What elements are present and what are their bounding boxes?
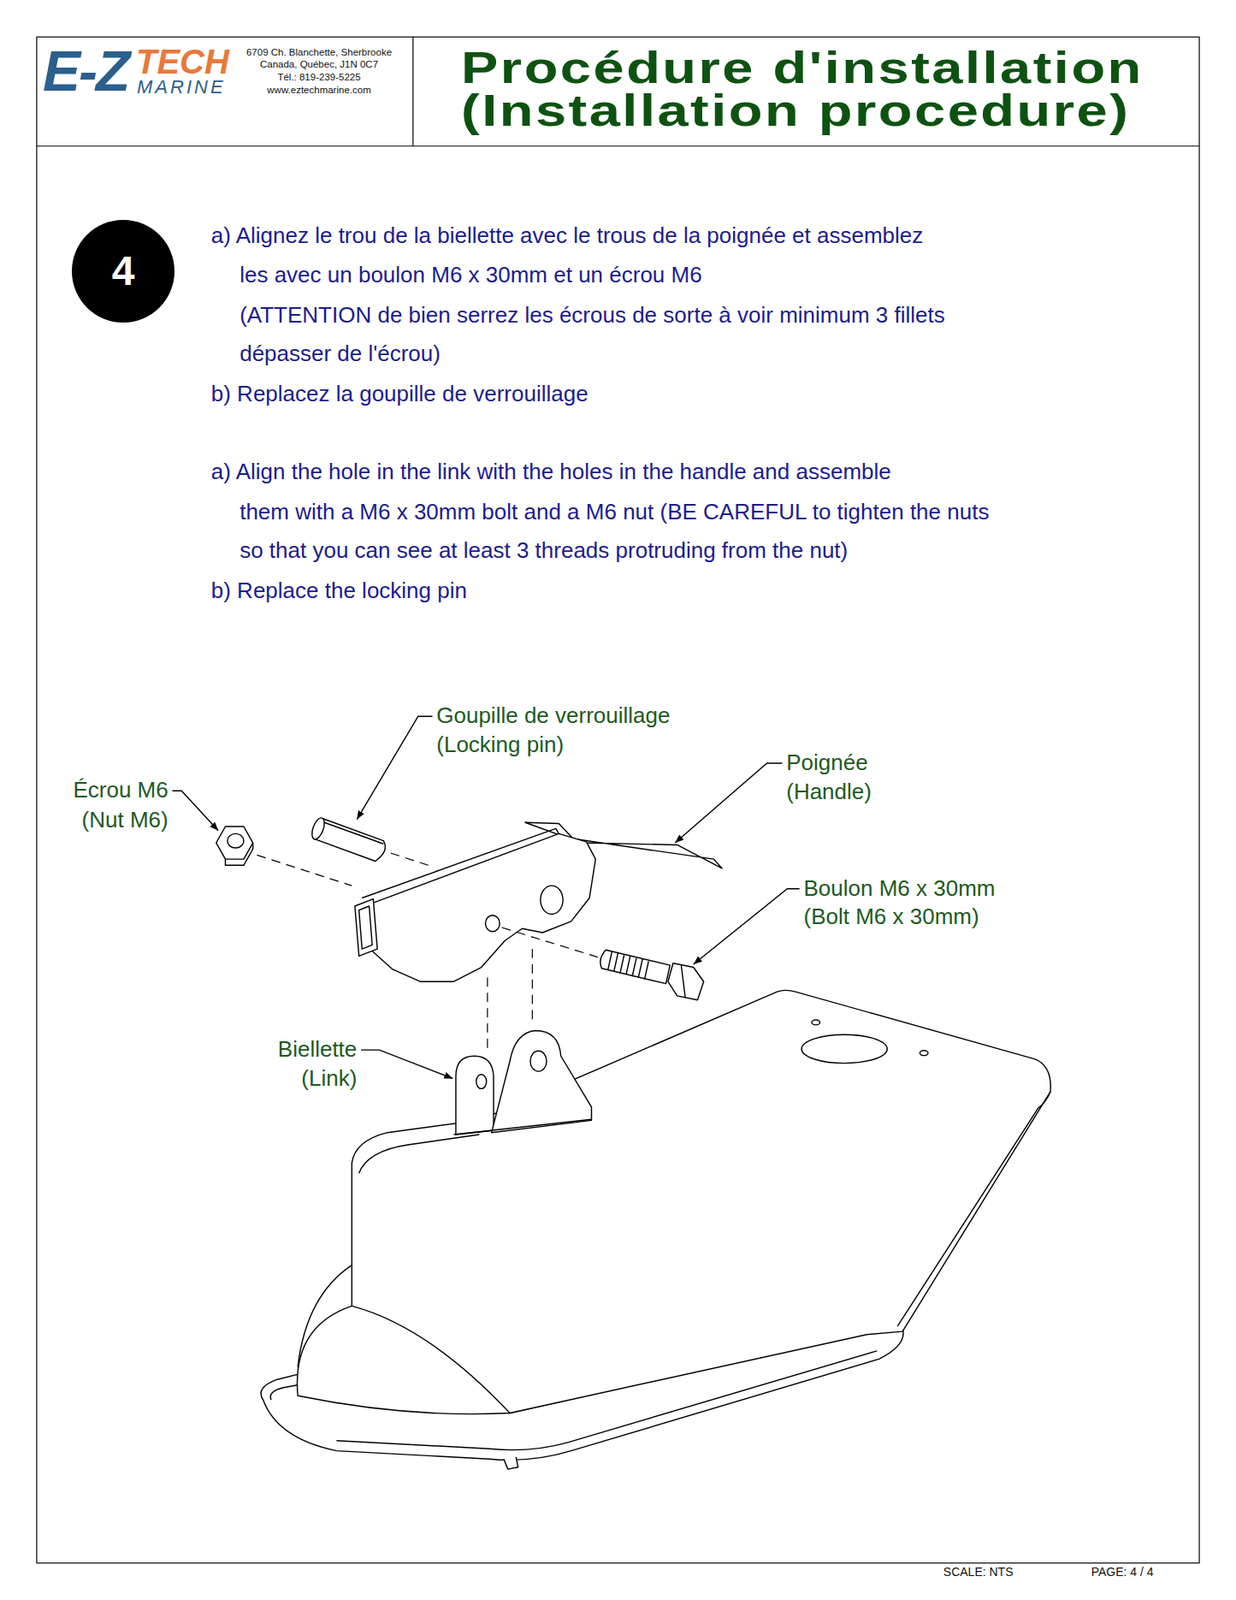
- website-line: www.eztechmarine.com: [266, 85, 371, 96]
- part-label: (Locking pin): [436, 731, 564, 758]
- logo-word: TECH: [136, 44, 230, 79]
- instruction-line: so that you can see at least 3 threads p…: [239, 537, 848, 564]
- instruction-line: them with a M6 x 30mm bolt and a M6 nut …: [239, 498, 989, 526]
- step-number: 4: [112, 250, 136, 292]
- part-label: Goupille de verrouillage: [436, 702, 670, 729]
- part-label: Boulon M6 x 30mm: [803, 875, 995, 902]
- address-line: 6709 Ch. Blanchette, Sherbrooke: [246, 47, 392, 59]
- instruction-line: b) Replacez la goupille de verrouillage: [211, 380, 589, 408]
- footer-text: SCALE: NTS: [943, 1564, 1014, 1580]
- phone-line: Tél.: 819-239-5225: [277, 72, 361, 83]
- part-label: (Link): [301, 1064, 357, 1092]
- part-label: Écrou M6: [72, 776, 168, 804]
- address-line: Canada, Québec, J1N 0C7: [260, 59, 379, 71]
- instruction-line: a) Alignez le trou de la biellette avec …: [211, 222, 924, 249]
- instruction-line: les avec un boulon M6 x 30mm et un écrou…: [239, 261, 703, 289]
- part-label: (Handle): [786, 778, 872, 805]
- instruction-line: dépasser de l'écrou): [239, 340, 441, 367]
- step-number-circle: 4: [71, 219, 175, 323]
- logo-cell: E-ZTECHMARINE 6709 Ch. Blanchette, Sherbr…: [36, 36, 414, 146]
- instruction-line: b) Replace the locking pin: [211, 577, 468, 604]
- part-label: Poignée: [786, 749, 868, 776]
- part-label: (Bolt M6 x 30mm): [803, 903, 979, 930]
- part-label: (Nut M6): [82, 806, 169, 834]
- footer-text: PAGE: 4 / 4: [1091, 1564, 1154, 1580]
- part-label: Biellette: [277, 1035, 358, 1063]
- instruction-line: a) Align the hole in the link with the h…: [211, 458, 892, 485]
- logo-word: MARINE: [136, 77, 226, 97]
- logo-mark: E-Z: [42, 42, 129, 100]
- page-title: Procédure d'installation (Installation p…: [461, 46, 1210, 132]
- instruction-line: (ATTENTION de bien serrez les écrous de …: [239, 301, 946, 329]
